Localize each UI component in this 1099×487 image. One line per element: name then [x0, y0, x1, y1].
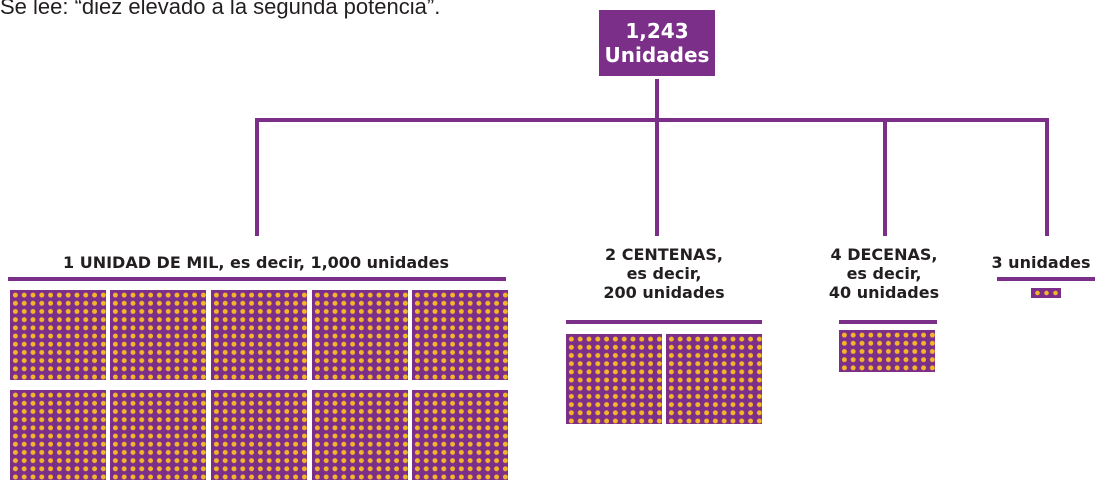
- label-hundreds-line1: 2 CENTENAS,: [605, 245, 723, 264]
- hundred-block: [412, 290, 508, 380]
- branch-hundreds: [655, 118, 659, 236]
- root-unit: Unidades: [604, 43, 710, 67]
- hundred-block: [211, 290, 307, 380]
- unit-cubes: [1031, 288, 1061, 298]
- hundred-block: [412, 390, 508, 480]
- horizontal-connector: [255, 118, 1049, 122]
- hundred-block: [666, 334, 762, 424]
- label-tens-line3: 40 unidades: [828, 283, 940, 302]
- label-hundreds-line2: es decir,: [626, 264, 702, 283]
- root-number: 1,243: [625, 19, 689, 43]
- underline-tens: [839, 320, 937, 324]
- hundred-block: [312, 390, 408, 480]
- top-text: Se lee: “diez elevado a la segunda poten…: [0, 0, 441, 19]
- hundred-block: [312, 290, 408, 380]
- branch-thousands: [255, 118, 259, 236]
- hundred-block: [566, 334, 662, 424]
- underline-thousands: [8, 277, 506, 281]
- tens-rods: [839, 330, 935, 372]
- underline-hundreds: [566, 320, 762, 324]
- branch-ones: [1045, 118, 1049, 236]
- label-ones: 3 unidades: [991, 253, 1091, 272]
- underline-ones: [997, 277, 1095, 281]
- root-stem: [655, 79, 659, 122]
- label-hundreds-line3: 200 unidades: [603, 283, 725, 302]
- label-tens-line1: 4 DECENAS,: [830, 245, 938, 264]
- root-number-box: 1,243 Unidades: [596, 7, 718, 79]
- hundred-block: [110, 390, 206, 480]
- hundred-block: [211, 390, 307, 480]
- hundred-block: [110, 290, 206, 380]
- branch-tens: [883, 118, 887, 236]
- hundred-block: [10, 290, 106, 380]
- label-hundreds: 2 CENTENAS, es decir, 200 unidades: [566, 245, 762, 302]
- label-tens-line2: es decir,: [846, 264, 922, 283]
- label-tens: 4 DECENAS, es decir, 40 unidades: [822, 245, 946, 302]
- hundred-block: [10, 390, 106, 480]
- label-thousands: 1 UNIDAD DE MIL, es decir, 1,000 unidade…: [63, 253, 449, 272]
